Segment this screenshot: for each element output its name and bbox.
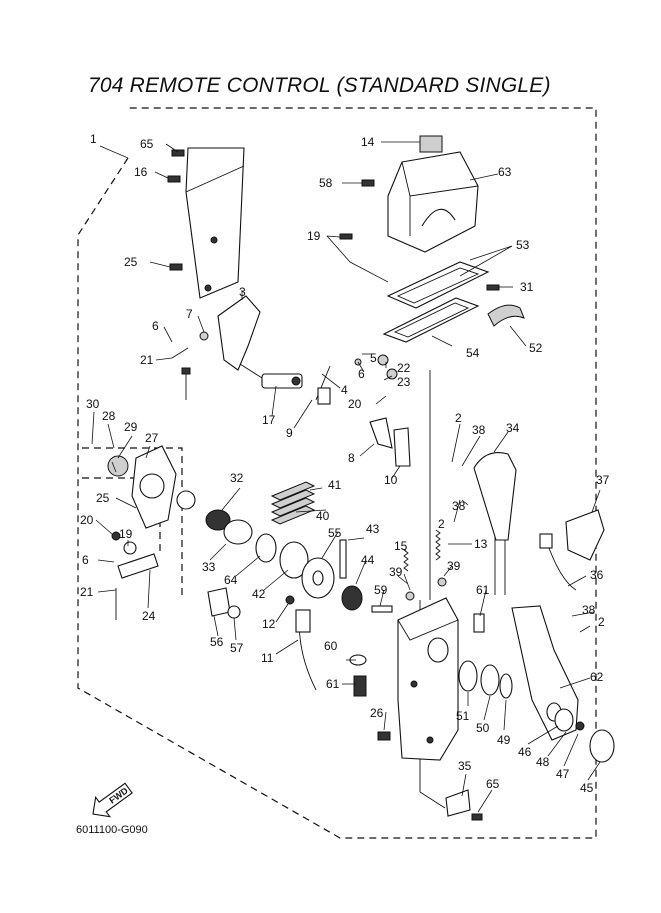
part-label-4: 4 <box>341 383 348 397</box>
part-label-30: 30 <box>86 397 100 411</box>
part-label-16: 16 <box>134 165 148 179</box>
part-label-12: 12 <box>262 617 276 631</box>
part-label-39-a: 39 <box>447 559 461 573</box>
top-cover <box>387 151 479 253</box>
part-label-38-a: 38 <box>472 423 486 437</box>
part-label-14: 14 <box>361 135 375 149</box>
part-label-39-b: 39 <box>389 565 403 579</box>
part-number-labels: 1 65 16 25 14 63 58 19 53 31 52 54 3 7 6… <box>80 132 610 795</box>
part-label-33: 33 <box>202 560 216 574</box>
part-label-10: 10 <box>384 473 398 487</box>
part-label-47: 47 <box>556 767 570 781</box>
part-label-60: 60 <box>324 639 338 653</box>
part-label-61-a: 61 <box>326 677 340 691</box>
part-label-15: 15 <box>394 539 408 553</box>
part-label-20-low: 20 <box>80 513 94 527</box>
part-label-43: 43 <box>366 522 380 536</box>
part-label-49: 49 <box>497 733 511 747</box>
part-label-26: 26 <box>370 706 384 720</box>
part-label-23: 23 <box>397 375 411 389</box>
part-label-34: 34 <box>506 421 520 435</box>
part-label-24: 24 <box>142 609 156 623</box>
part-label-61-b: 61 <box>476 583 490 597</box>
part-label-8: 8 <box>348 451 355 465</box>
part-label-7: 7 <box>186 307 193 321</box>
part-label-36: 36 <box>590 568 604 582</box>
diagram-title: 704 REMOTE CONTROL (STANDARD SINGLE) <box>88 74 551 97</box>
part-label-59: 59 <box>374 583 388 597</box>
part-label-25-mid: 25 <box>96 491 110 505</box>
part-label-40: 40 <box>316 509 330 523</box>
part-label-2-c: 2 <box>438 517 445 531</box>
part-label-6-top: 6 <box>152 319 159 333</box>
control-body <box>397 597 459 761</box>
part-label-35: 35 <box>458 759 472 773</box>
shift-lever-bracket <box>217 295 261 371</box>
main-control-lever <box>511 605 579 741</box>
part-label-tag <box>419 135 443 153</box>
part-label-20-mid: 20 <box>348 397 362 411</box>
part-label-41: 41 <box>328 478 342 492</box>
clip <box>487 304 525 327</box>
part-label-28: 28 <box>102 409 116 423</box>
throttle-lever-arm <box>473 452 517 541</box>
part-label-21-low: 21 <box>80 585 94 599</box>
part-label-6-mid: 6 <box>358 367 365 381</box>
part-label-29: 29 <box>124 420 138 434</box>
part-label-17: 17 <box>262 413 276 427</box>
part-label-42: 42 <box>252 587 266 601</box>
part-label-2-a: 2 <box>455 411 462 425</box>
bracket-plate <box>185 147 245 299</box>
part-label-9: 9 <box>286 426 293 440</box>
part-label-32: 32 <box>230 471 244 485</box>
part-label-50: 50 <box>476 721 490 735</box>
part-label-65-bottom: 65 <box>486 777 500 791</box>
part-label-2-b: 2 <box>598 615 605 629</box>
part-label-38-c: 38 <box>452 499 466 513</box>
leader-lines <box>91 141 601 813</box>
drawing-code: 6011100-G090 <box>76 824 148 836</box>
part-label-57: 57 <box>230 641 244 655</box>
part-label-63: 63 <box>498 165 512 179</box>
part-label-44: 44 <box>361 553 375 567</box>
part-label-54: 54 <box>466 346 480 360</box>
assembly-boundary <box>77 107 597 839</box>
part-label-52: 52 <box>529 341 543 355</box>
part-label-11: 11 <box>261 651 274 665</box>
part-label-62: 62 <box>590 670 604 684</box>
part-label-21-top: 21 <box>140 353 154 367</box>
fwd-arrow-icon <box>92 782 133 818</box>
part-label-55: 55 <box>328 526 342 540</box>
part-label-25-top: 25 <box>124 255 138 269</box>
part-label-3: 3 <box>239 285 246 299</box>
part-label-27: 27 <box>145 431 159 445</box>
part-label-18: 19 <box>119 527 133 541</box>
part-label-46: 46 <box>518 745 532 759</box>
part-label-38-b: 38 <box>582 603 596 617</box>
part-label-64: 64 <box>224 573 238 587</box>
gasket <box>382 297 480 343</box>
part-label-13: 13 <box>474 537 488 551</box>
part-label-65-top: 65 <box>140 137 154 151</box>
part-label-1: 1 <box>90 132 97 146</box>
part-label-6-low: 6 <box>82 553 89 567</box>
part-label-19: 19 <box>307 229 321 243</box>
part-label-53: 53 <box>516 238 530 252</box>
part-label-58: 58 <box>319 176 333 190</box>
part-label-37: 37 <box>596 473 610 487</box>
part-label-51: 51 <box>456 709 470 723</box>
part-label-48: 48 <box>536 755 550 769</box>
part-label-45: 45 <box>580 781 594 795</box>
part-label-31: 31 <box>520 280 534 294</box>
mounting-plate <box>386 261 490 309</box>
part-label-22: 22 <box>397 361 411 375</box>
part-label-5: 5 <box>370 351 377 365</box>
part-label-56: 56 <box>210 635 224 649</box>
